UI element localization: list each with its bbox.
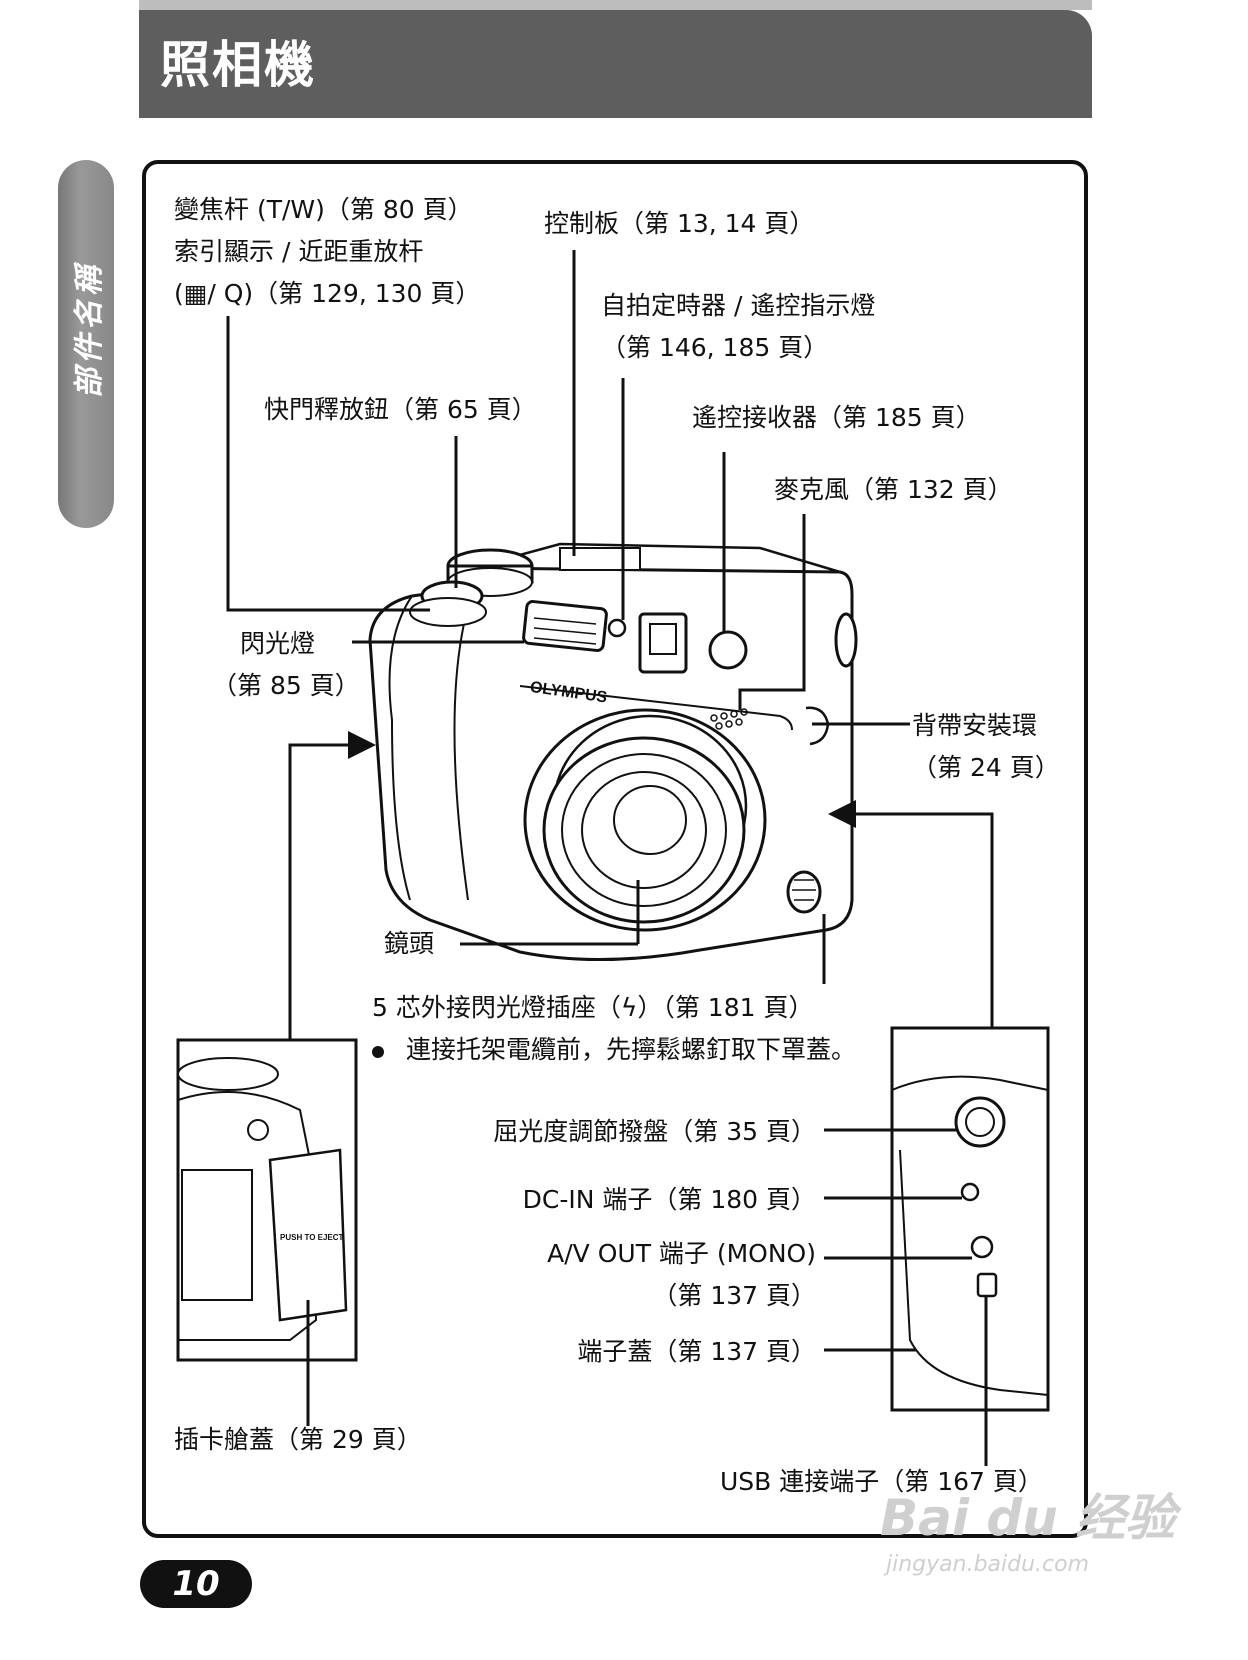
- label-zoom-lever-line3: (▦/ Q)（第 129, 130 頁）: [174, 279, 481, 308]
- self-timer-lamp: [607, 618, 627, 638]
- terminal-cover-edge: [899, 1149, 1049, 1396]
- label-zoom-lever-line1: 變焦杆 (T/W)（第 80 頁）: [174, 195, 473, 224]
- label-lens: 鏡頭: [384, 929, 435, 958]
- card-door-text: PUSH TO EJECT: [280, 1233, 344, 1242]
- arrow-to-grip: [348, 731, 376, 759]
- remote-receiver-window: [708, 630, 748, 670]
- card-door: [268, 1148, 348, 1322]
- label-strap-eyelet-line2: （第 24 頁）: [912, 753, 1060, 782]
- label-flash-line1: 閃光燈: [240, 629, 316, 658]
- label-strap-eyelet-line1: 背帶安裝環: [912, 711, 1038, 740]
- label-flash-socket: 5 芯外接閃光燈插座（ϟ）（第 181 頁）: [372, 993, 814, 1022]
- side-knob: [834, 612, 858, 668]
- label-zoom-lever-line2: 索引顯示 / 近距重放杆: [174, 237, 424, 266]
- label-shutter-button: 快門釋放鈕（第 65 頁）: [264, 395, 537, 424]
- lens-glass: [613, 785, 687, 855]
- flash-window: [522, 600, 608, 652]
- zoom-ring-shape: [409, 597, 487, 627]
- label-usb-connector: USB 連接端子（第 167 頁）: [720, 1467, 1043, 1496]
- label-av-out-line2: （第 137 頁）: [652, 1281, 816, 1310]
- label-self-timer-line2: （第 146, 185 頁）: [601, 333, 829, 362]
- note-text: 連接托架電纜前，先擰鬆螺釘取下罩蓋。: [406, 1035, 857, 1064]
- page-title: 照相機: [160, 36, 316, 94]
- diopter-dial-shape: [954, 1096, 1006, 1148]
- label-remote-receiver: 遙控接收器（第 185 頁）: [692, 403, 981, 432]
- dc-in-port: [960, 1182, 980, 1202]
- page-number: 10: [140, 1560, 252, 1608]
- arrow-to-side: [828, 800, 856, 828]
- usb-port: [976, 1272, 998, 1298]
- watermark-url: jingyan.baidu.com: [886, 1552, 1090, 1577]
- lens-front-element: [542, 736, 746, 924]
- terminal-inset-frame: [890, 1026, 1050, 1412]
- av-out-port: [970, 1235, 994, 1259]
- header-bar: [139, 10, 1092, 118]
- note-bullet: [372, 1046, 384, 1058]
- header-top-strip: [139, 0, 1092, 10]
- terminal-inset-body: [891, 1075, 1049, 1091]
- label-terminal-cover: 端子蓋（第 137 頁）: [577, 1337, 816, 1366]
- label-microphone: 麥克風（第 132 頁）: [774, 475, 1013, 504]
- flash-socket-cap: [786, 870, 822, 914]
- grip-edge: [453, 599, 471, 901]
- side-section-tab: [58, 160, 114, 528]
- label-diopter-dial: 屈光度調節撥盤（第 35 頁）: [493, 1117, 816, 1146]
- control-panel-lcd: [559, 547, 641, 571]
- label-control-panel: 控制板（第 13, 14 頁）: [544, 209, 815, 238]
- leader-lines: [226, 250, 994, 1466]
- label-dc-in: DC-IN 端子（第 180 頁）: [522, 1185, 816, 1214]
- diagram-frame: [142, 160, 1088, 1538]
- label-card-cover: 插卡艙蓋（第 29 頁）: [174, 1425, 422, 1454]
- label-flash-line2: （第 85 頁）: [212, 671, 360, 700]
- card-inset-frame: [176, 1038, 358, 1362]
- watermark-logo: Bai du 经验: [880, 1489, 1176, 1547]
- label-av-out-line1: A/V OUT 端子 (MONO): [547, 1239, 816, 1268]
- camera-grip: [388, 595, 413, 901]
- label-self-timer-line1: 自拍定時器 / 遙控指示燈: [601, 291, 876, 320]
